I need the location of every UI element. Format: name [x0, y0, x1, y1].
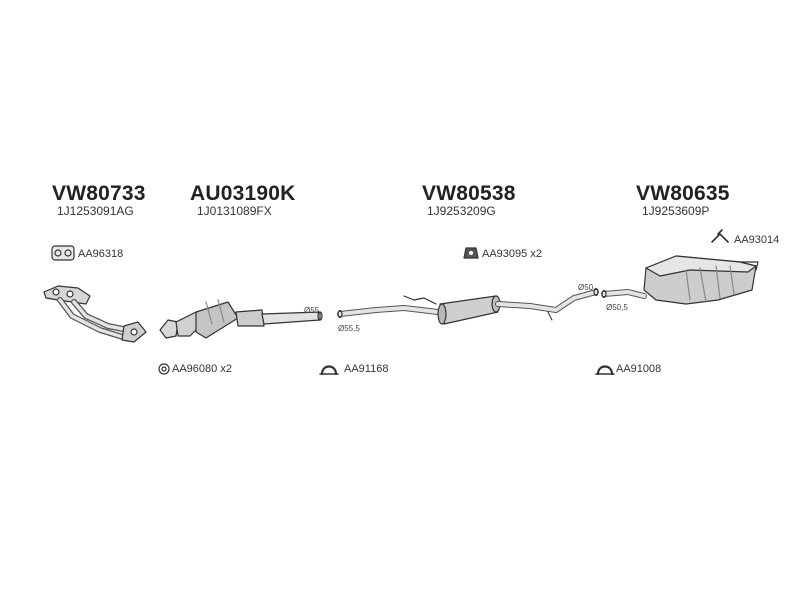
- accessory-label-mount-rubber-1: AA91168: [344, 363, 389, 375]
- accessory-label-bracket: AA93014: [734, 234, 780, 246]
- accessory-label-mount-rubber-2: AA91008: [616, 363, 662, 375]
- accessory-label-gasket: AA96318: [78, 248, 124, 260]
- rear-silencer: [601, 255, 759, 305]
- catalytic-converter: [159, 299, 323, 339]
- manifold-gasket-icon: [51, 245, 75, 261]
- bracket-icon: [711, 229, 729, 243]
- mount-rubber-icon: [595, 365, 615, 376]
- mount-rubber-icon: [319, 365, 339, 376]
- middle-silencer-pipe: [337, 287, 599, 325]
- dimension-label-rear-inlet: Ø50,5: [606, 303, 628, 312]
- accessory-label-ring-clamp: AA96080 x2: [172, 363, 232, 375]
- oem-number-au03190k: 1J0131089FX: [197, 204, 272, 218]
- dimension-label-mid-outlet: Ø50: [578, 283, 594, 292]
- rubber-hanger-icon: [463, 247, 479, 259]
- part-number-vw80538: VW80538: [422, 182, 516, 205]
- part-number-vw80635: VW80635: [636, 182, 730, 205]
- dimension-label-pipe-inlet: Ø55,5: [338, 324, 360, 333]
- oem-number-vw80538: 1J9253209G: [427, 204, 496, 218]
- accessory-label-rubber-hanger: AA93095 x2: [482, 248, 542, 260]
- part-number-au03190k: AU03190K: [190, 182, 296, 205]
- exhaust-manifold-pipe: [43, 285, 147, 343]
- part-number-vw80733: VW80733: [52, 182, 146, 205]
- dimension-label-cat-outlet: Ø55: [304, 306, 320, 315]
- oem-number-vw80635: 1J9253609P: [642, 204, 710, 218]
- ring-clamp-icon: [158, 363, 170, 375]
- oem-number-vw80733: 1J1253091AG: [57, 204, 134, 218]
